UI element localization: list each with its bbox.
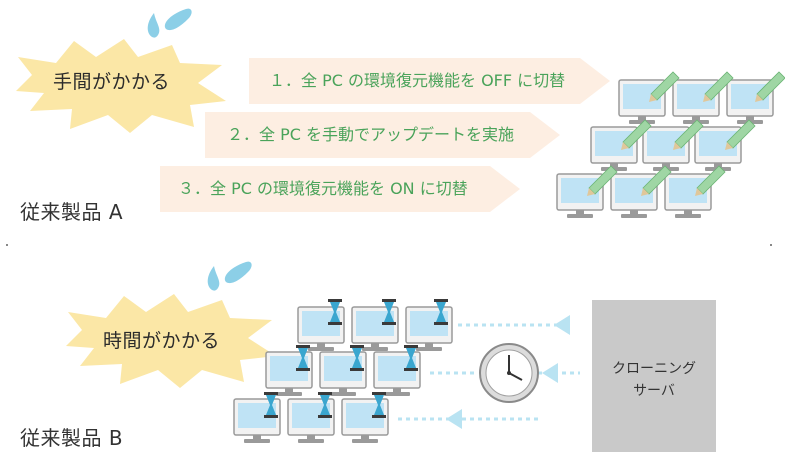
product-a-label: 従来製品 A xyxy=(20,200,124,224)
droplet-icon xyxy=(207,261,252,291)
separator-mark-left xyxy=(6,244,8,246)
product-b-label: 従来製品 B xyxy=(20,426,124,450)
section-a: 手間がかかる １．全 PC の環境復元機能を OFF に切替 ２．全 PC を手… xyxy=(16,8,785,224)
cloning-server: クローニング サーバ xyxy=(592,300,716,452)
step-arrow-3: ３．全 PC の環境復元機能を ON に切替 xyxy=(160,166,520,212)
pc-monitor xyxy=(694,126,742,172)
step-2-text: ２．全 PC を手動でアップデートを実施 xyxy=(227,125,514,144)
step-3-text: ３．全 PC の環境復元機能を ON に切替 xyxy=(178,179,468,198)
separator-mark-right xyxy=(770,244,772,246)
section-b: 時間がかかる 従来製品 B xyxy=(0,250,788,453)
server-label-line1: クローニング xyxy=(612,361,696,377)
burst-shape xyxy=(16,39,226,133)
droplet-icon xyxy=(147,8,192,38)
pc-monitor xyxy=(590,126,638,172)
burst-shape xyxy=(66,294,276,388)
pc-grid-b xyxy=(230,295,600,450)
step-arrow-2: ２．全 PC を手動でアップデートを実施 xyxy=(205,112,560,158)
server-label-line2: サーバ xyxy=(633,383,675,399)
step-arrow-1: １．全 PC の環境復元機能を OFF に切替 xyxy=(249,58,610,104)
pc-grid-a xyxy=(555,70,785,220)
step-1-text: １．全 PC の環境復元機能を OFF に切替 xyxy=(269,71,566,90)
burst-label-time: 時間がかかる xyxy=(103,330,221,352)
pc-monitor xyxy=(642,126,690,172)
clock-icon xyxy=(479,343,539,403)
burst-label-effort: 手間がかかる xyxy=(53,71,171,93)
